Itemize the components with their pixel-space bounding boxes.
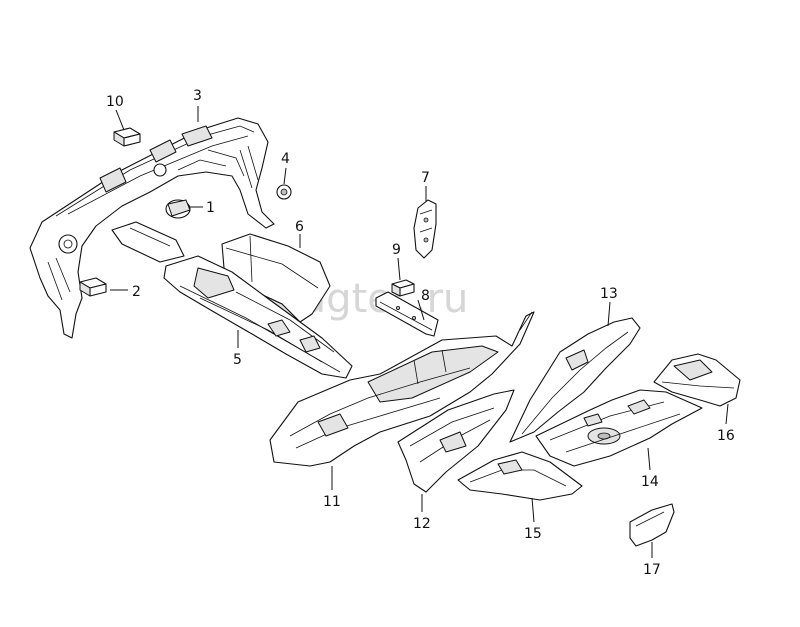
callout-8: 8 [421,288,430,304]
part-9-pad[interactable] [391,279,415,297]
callout-9: 9 [392,242,401,258]
callout-7: 7 [421,170,430,186]
callout-14: 14 [641,474,659,490]
part-7-bracket[interactable] [413,199,437,259]
part-15-rear-side[interactable] [457,451,583,501]
part-2-pad[interactable] [79,277,107,297]
callout-15: 15 [524,526,542,542]
part-14-rear-floor[interactable] [535,389,703,467]
part-17-cover[interactable] [629,503,675,547]
callout-16: 16 [717,428,735,444]
leader-lines [110,106,729,558]
callout-17: 17 [643,562,661,578]
callout-5: 5 [233,352,242,368]
callout-labels: 1 2 3 4 5 6 7 8 9 10 11 12 13 14 15 16 1… [106,88,735,578]
part-8-reinforcement[interactable] [375,291,439,337]
part-4-grommet[interactable] [276,184,292,200]
part-1-plug[interactable] [165,199,191,219]
callout-10: 10 [106,94,124,110]
callout-4: 4 [281,151,290,167]
callout-11: 11 [323,494,341,510]
part-10-pad[interactable] [113,127,141,147]
part-5-center-tunnel[interactable] [163,255,353,379]
part-12-side-section[interactable] [397,389,515,493]
front-bracket[interactable] [111,221,185,263]
part-13-side-member[interactable] [509,317,641,443]
callout-12: 12 [413,516,431,532]
part-3-front-crossmember[interactable] [29,117,275,339]
part-11-floor-pan[interactable] [269,311,535,467]
callout-6: 6 [295,219,304,235]
callout-3: 3 [193,88,202,104]
callout-2: 2 [132,284,141,300]
callout-1: 1 [206,200,215,216]
callout-13: 13 [600,286,618,302]
part-16-rear-panel[interactable] [653,353,741,407]
